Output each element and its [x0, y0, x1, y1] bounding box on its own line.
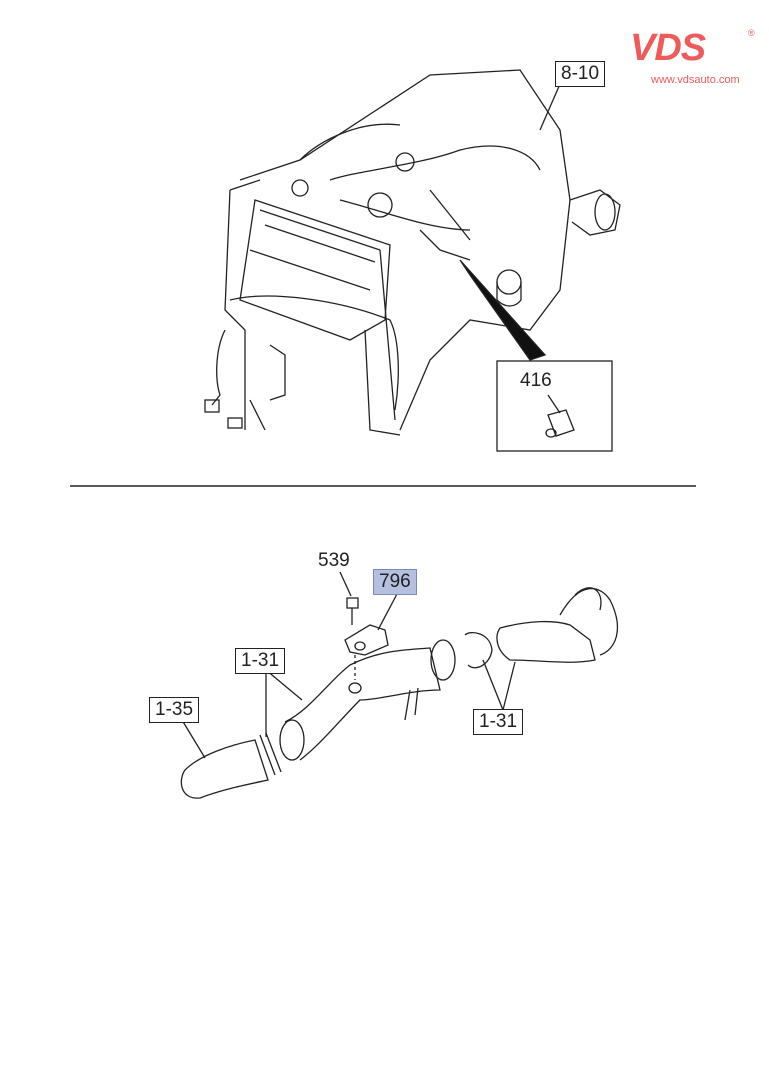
- leader-1-31-c: [482, 659, 504, 711]
- leader-8-10: [539, 83, 561, 131]
- sensor-796-drawing: [344, 624, 389, 656]
- logo-brand: VDS: [630, 27, 706, 69]
- detail-box-416: [496, 360, 613, 452]
- engine-assembly-drawing: [204, 69, 621, 436]
- logo-url: www.vdsauto.com: [651, 74, 740, 86]
- leader-796: [377, 593, 398, 631]
- part-416-drawing: [547, 409, 575, 437]
- callout-1-35[interactable]: 1-35: [149, 697, 200, 723]
- logo-registered: ®: [748, 28, 755, 38]
- leader-1-31-d: [502, 661, 516, 711]
- callout-539[interactable]: 539: [318, 550, 350, 571]
- callout-1-31-right[interactable]: 1-31: [473, 709, 524, 735]
- leader-539: [339, 571, 352, 597]
- callout-1-31-left[interactable]: 1-31: [235, 648, 286, 674]
- bolt-539-drawing: [346, 597, 359, 680]
- leader-1-35: [181, 719, 206, 759]
- leader-1-31-b: [265, 669, 303, 701]
- callout-416[interactable]: 416: [520, 370, 552, 391]
- callout-8-10[interactable]: 8-10: [555, 61, 606, 87]
- intake-hose-drawing: [180, 587, 619, 799]
- callout-796[interactable]: 796: [373, 569, 417, 595]
